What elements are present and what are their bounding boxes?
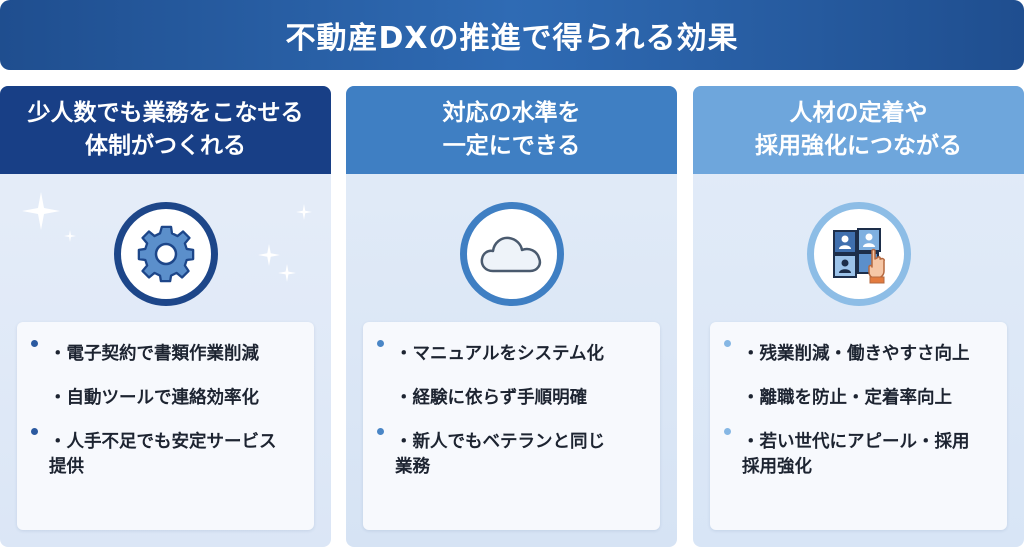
list-item: ・自動ツールで連絡効率化 [35, 386, 304, 411]
benefit-card: ・残業削減・働きやすさ向上 ・離職を防止・定着率向上 ・若い世代にアピール・採用… [710, 322, 1007, 530]
list-item: ・電子契約で書類作業削減 [31, 340, 304, 367]
column-heading-line1: 人材の定着や [789, 100, 928, 126]
list-item-text: ・若い世代にアピール・採用 [742, 432, 970, 452]
list-item-text: ・人手不足でも安定サービス [49, 432, 277, 452]
list-item-text: ・新人でもベテランと同じ [395, 432, 605, 452]
puzzle-team-icon [832, 228, 885, 284]
list-item: ・新人でもベテランと同じ 業務 [377, 428, 650, 480]
column-heading-line2: 体制がつくれる [85, 133, 246, 159]
sparkle-icon [296, 204, 312, 220]
cloud-icon [480, 236, 541, 273]
bullet-dot [31, 428, 38, 435]
benefit-card: ・マニュアルをシステム化 ・経験に依らず手順明確 ・新人でもベテランと同じ 業務 [363, 322, 660, 530]
list-item-text: ・残業削減・働きやすさ向上 [742, 344, 970, 364]
column-heading-line1: 対応の水準を [442, 100, 581, 126]
sparkle-icon [64, 230, 76, 242]
list-item-text-cont: 採用強化 [742, 457, 812, 477]
list-item: ・人手不足でも安定サービス 提供 [31, 428, 304, 480]
benefit-column-quality: 対応の水準を 一定にできる ・マニュアルをシステム化 ・経験に依らず手順明確 ・… [346, 86, 677, 547]
benefit-column-retention: 人材の定着や 採用強化につながる ・残業削減・働きやすさ向上 ・離職を [693, 86, 1024, 547]
page-title: 不動産DXの推進で得られる効果 [0, 0, 1024, 70]
column-heading: 対応の水準を 一定にできる [346, 86, 677, 174]
list-item-text: ・自動ツールで連絡効率化 [49, 388, 259, 408]
bullet-dot [377, 340, 384, 347]
icon-badge [806, 202, 911, 306]
list-item-text: ・経験に依らず手順明確 [395, 388, 588, 408]
bullet-dot [724, 340, 731, 347]
benefit-card: ・電子契約で書類作業削減 ・自動ツールで連絡効率化 ・人手不足でも安定サービス … [17, 322, 314, 530]
benefit-column-staffing: 少人数でも業務をこなせる 体制がつくれる ・電子契約で書類作業削減 [0, 86, 331, 547]
column-heading: 人材の定着や 採用強化につながる [693, 86, 1024, 174]
list-item-text: ・マニュアルをシステム化 [395, 344, 604, 364]
bullet-dot [377, 428, 384, 435]
list-item: ・離職を防止・定着率向上 [728, 386, 997, 411]
sparkle-icon [278, 264, 296, 282]
list-item-text-cont: 業務 [395, 457, 430, 477]
list-item-text-cont: 提供 [49, 457, 84, 477]
sparkle-icon [258, 244, 280, 266]
column-heading-line2: 一定にできる [442, 133, 581, 159]
list-item: ・若い世代にアピール・採用 採用強化 [724, 428, 997, 480]
bullet-dot [724, 428, 731, 435]
bullet-dot [31, 340, 38, 347]
gear-icon [137, 225, 194, 283]
list-item: ・マニュアルをシステム化 [377, 340, 650, 367]
list-item-text: ・離職を防止・定着率向上 [742, 388, 952, 408]
icon-badge [459, 202, 564, 306]
column-heading-line1: 少人数でも業務をこなせる [27, 100, 304, 126]
column-heading-line2: 採用強化につながる [755, 133, 962, 159]
icon-badge [113, 202, 218, 306]
sparkle-icon [22, 192, 60, 230]
list-item: ・経験に依らず手順明確 [381, 386, 650, 411]
column-heading: 少人数でも業務をこなせる 体制がつくれる [0, 86, 331, 174]
list-item: ・残業削減・働きやすさ向上 [724, 340, 997, 367]
list-item-text: ・電子契約で書類作業削減 [49, 344, 259, 364]
